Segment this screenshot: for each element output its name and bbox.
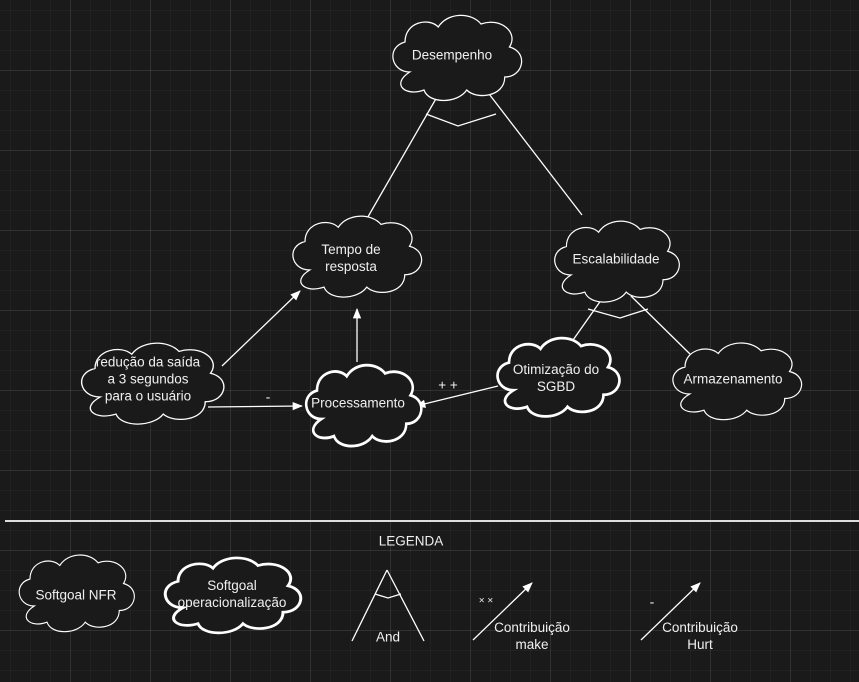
arrow-otimizacao-processamento — [414, 385, 499, 408]
legend-and-label: And — [375, 629, 401, 645]
node-escalabilidade-label: Escalabilidade — [572, 251, 660, 267]
legend-hurt-label: Contribuição Hurt — [662, 620, 738, 652]
legend-make-arrow — [472, 582, 533, 641]
and-edge-desempenho-escalabilidade — [485, 89, 583, 216]
arrow-reducao-processamento — [207, 401, 304, 411]
edge-hurt-label: - — [265, 389, 271, 405]
node-otimizacao-label: Otimização do SGBD — [512, 362, 600, 394]
node-reducao-label: redução da saída a 3 segundos para o usu… — [95, 354, 201, 404]
legend-hurt-arrow — [640, 582, 701, 641]
and-edge-desempenho-tempo — [364, 89, 442, 223]
legend-and-symbol — [351, 569, 425, 642]
legend-softgoal-nfr-label: Softgoal NFR — [35, 587, 117, 603]
node-armazenamento-label: Armazenamento — [683, 371, 783, 387]
edge-make-label: + + — [438, 377, 458, 393]
legend-softgoal-op-label: Softgoal operacionalização — [177, 578, 287, 610]
arrow-reducao-tempo — [221, 290, 301, 367]
legend-make-label: Contribuição make — [494, 620, 570, 652]
edges — [207, 89, 691, 411]
and-edge-escalabilidade-armazenamento — [630, 295, 691, 355]
node-tempo-resposta-label: Tempo de resposta — [321, 242, 381, 274]
legend-make-symbol: × × — [478, 595, 494, 607]
node-processamento-label: Processamento — [311, 395, 405, 411]
and-arc-desempenho — [425, 113, 497, 127]
legend-hurt-symbol: - — [649, 594, 655, 610]
legend-title: LEGENDA — [378, 533, 444, 549]
and-arc-escalabilidade — [587, 308, 649, 319]
node-desempenho-label: Desempenho — [411, 47, 493, 63]
